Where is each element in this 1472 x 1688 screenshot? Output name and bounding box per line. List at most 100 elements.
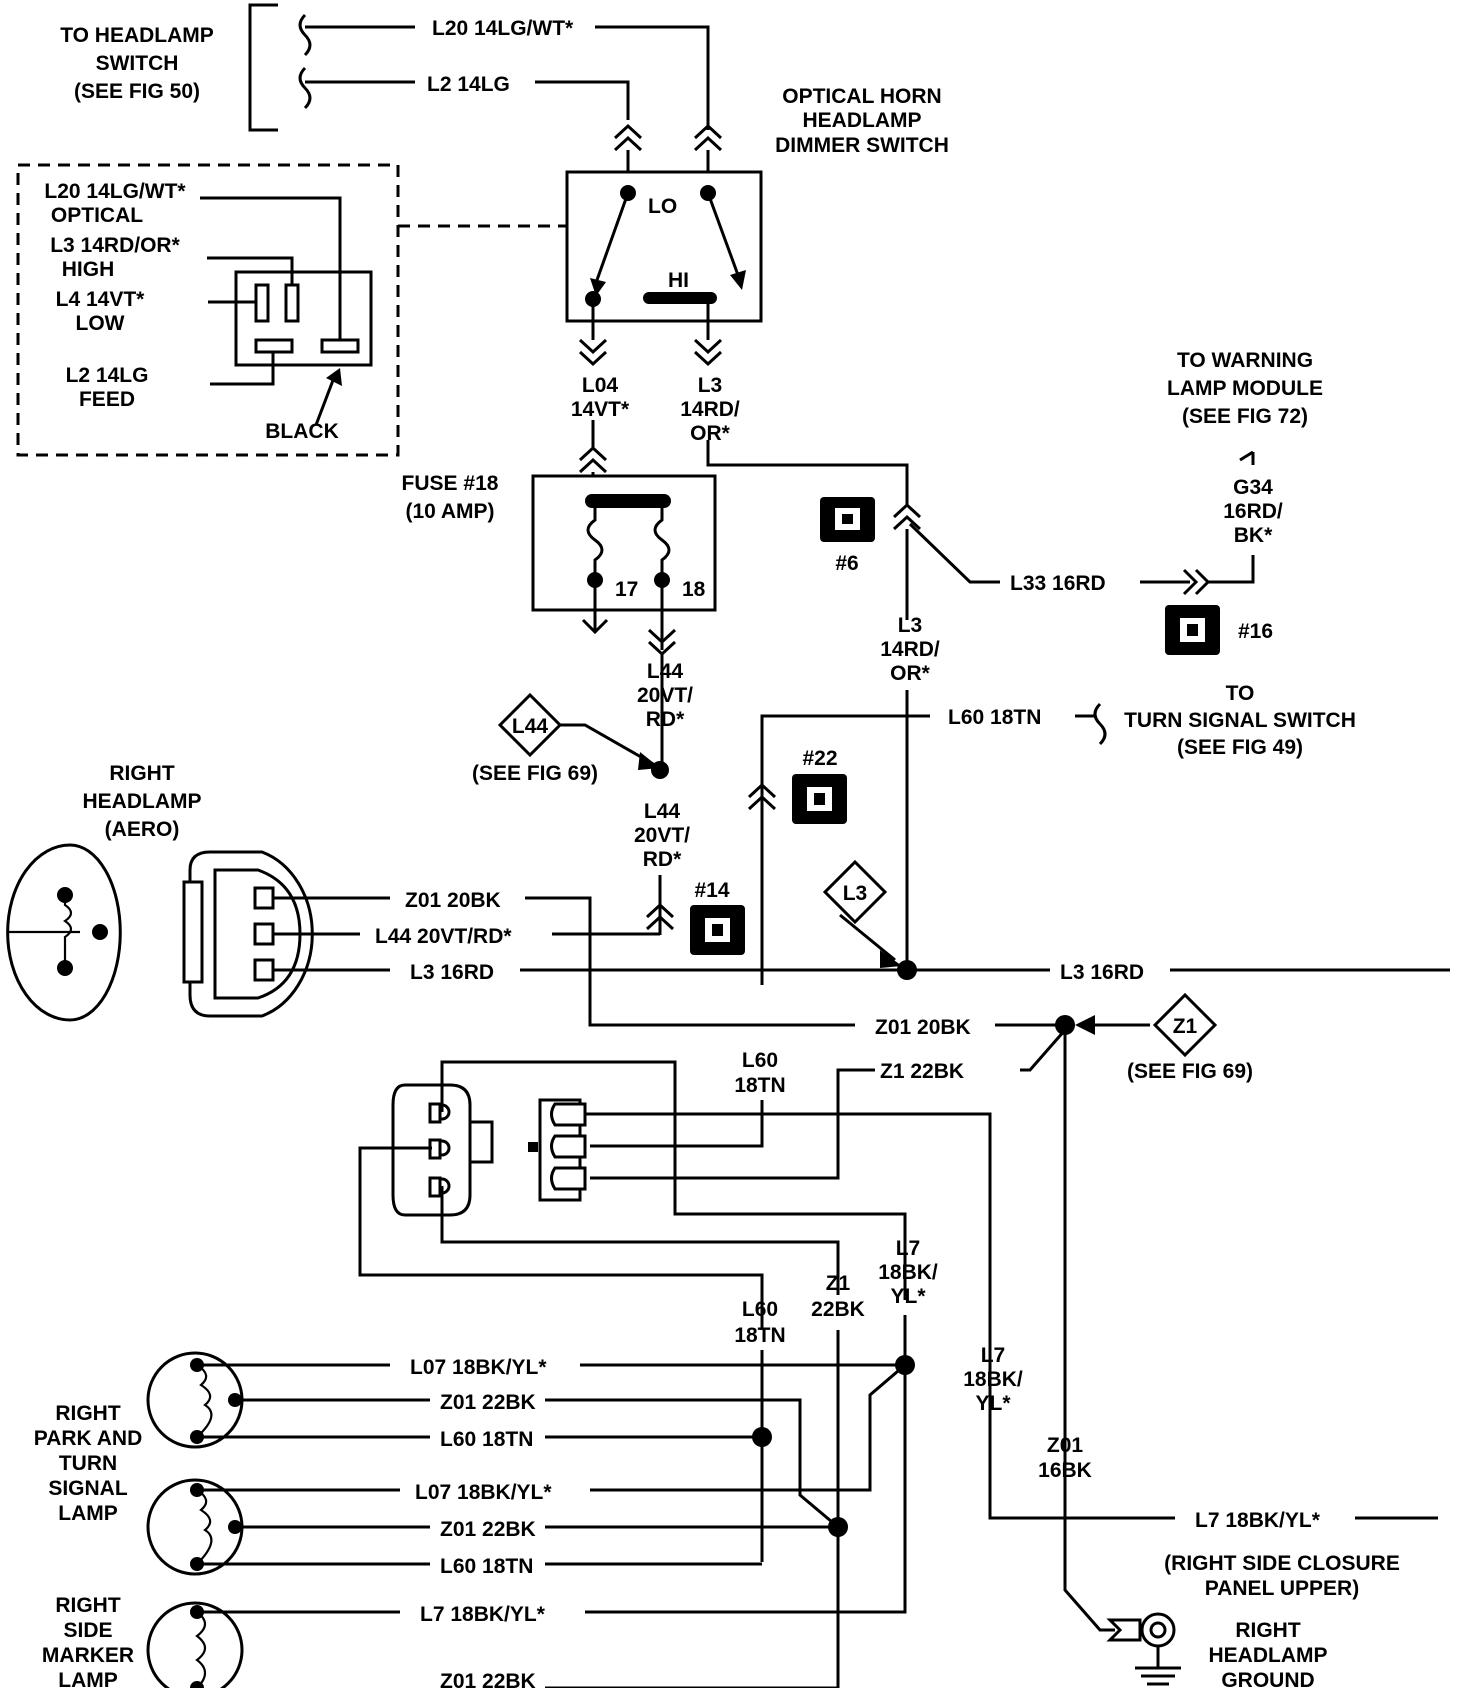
- side-marker-lamp-label: RIGHT SIDE MARKER LAMP: [42, 1594, 134, 1688]
- wire-l7-b-label: L7 18BK/ YL*: [963, 1344, 1023, 1415]
- svg-text:20VT/: 20VT/: [637, 684, 693, 707]
- svg-text:18BK/: 18BK/: [963, 1368, 1023, 1391]
- wire-l20-right: [595, 25, 710, 130]
- svg-text:(SEE FIG 69): (SEE FIG 69): [472, 762, 598, 785]
- svg-text:LOW: LOW: [76, 312, 125, 335]
- wire-l44-bottom-label: L44 20VT/ RD*: [634, 800, 690, 871]
- svg-text:HIGH: HIGH: [62, 258, 115, 281]
- warning-module-label: TO WARNING LAMP MODULE (SEE FIG 72) G34 …: [1167, 349, 1323, 547]
- ground-label: RIGHT HEADLAMP GROUND: [1209, 1619, 1328, 1688]
- dimmer-switch-label: OPTICAL HORN HEADLAMP DIMMER SWITCH: [775, 85, 949, 157]
- chevron-dimmer-out-right: [693, 338, 723, 367]
- svg-text:GROUND: GROUND: [1221, 1669, 1314, 1688]
- dimmer-lo-label: LO: [648, 195, 677, 218]
- headlamp-label: RIGHT HEADLAMP (AERO): [83, 762, 202, 841]
- svg-text:#14: #14: [694, 879, 729, 902]
- svg-text:YL*: YL*: [975, 1392, 1011, 1415]
- wire-l44-top-label: L44 20VT/ RD*: [637, 660, 693, 731]
- wire-l3-dimmer-label: L3 14RD/ OR*: [680, 374, 740, 445]
- svg-text:L04: L04: [582, 374, 619, 397]
- svg-text:#16: #16: [1238, 620, 1273, 643]
- svg-text:PANEL UPPER): PANEL UPPER): [1205, 1577, 1359, 1600]
- connector-22: #22: [792, 747, 847, 824]
- diamond-z1: Z1 (SEE FIG 69): [1127, 992, 1253, 1083]
- diamond-l44: L44 (SEE FIG 69): [472, 692, 598, 785]
- connector-14: #14: [690, 879, 745, 955]
- svg-text:(RIGHT SIDE CLOSURE: (RIGHT SIDE CLOSURE: [1164, 1552, 1400, 1575]
- svg-text:HEADLAMP: HEADLAMP: [803, 109, 922, 132]
- svg-text:#22: #22: [802, 747, 837, 770]
- connector-detail-box: [16, 163, 400, 457]
- svg-text:RD*: RD*: [646, 708, 685, 731]
- svg-text:SIDE: SIDE: [63, 1619, 112, 1642]
- chevron-dimmer-left: [613, 123, 643, 152]
- svg-text:14RD/: 14RD/: [680, 398, 740, 421]
- fuse-terminal-17: 17: [615, 578, 638, 601]
- svg-text:MARKER: MARKER: [42, 1644, 134, 1667]
- svg-text:TURN SIGNAL SWITCH: TURN SIGNAL SWITCH: [1124, 709, 1356, 732]
- park-turn-lamp-label: RIGHT PARK AND TURN SIGNAL LAMP: [34, 1402, 143, 1525]
- svg-text:(SEE FIG 49): (SEE FIG 49): [1177, 736, 1303, 759]
- svg-text:Z01: Z01: [1047, 1434, 1084, 1457]
- svg-text:SIGNAL: SIGNAL: [48, 1477, 128, 1500]
- svg-text:(SEE FIG 69): (SEE FIG 69): [1127, 1060, 1253, 1083]
- headlamp-switch-label: TO HEADLAMP SWITCH (SEE FIG 50): [60, 24, 214, 103]
- svg-text:RD*: RD*: [643, 848, 682, 871]
- svg-text:RIGHT: RIGHT: [1235, 1619, 1301, 1642]
- svg-text:L4 14VT*: L4 14VT*: [56, 288, 146, 311]
- svg-text:G34: G34: [1233, 476, 1273, 499]
- svg-text:22BK: 22BK: [811, 1298, 865, 1321]
- wire-z01-16bk-label: Z01 16BK: [1038, 1434, 1092, 1482]
- chevron-dimmer-right: [693, 123, 723, 152]
- closure-panel-label: (RIGHT SIDE CLOSURE PANEL UPPER): [1164, 1552, 1400, 1600]
- side-marker-bulb: [146, 1601, 244, 1688]
- svg-text:20VT/: 20VT/: [634, 824, 690, 847]
- svg-text:L3: L3: [898, 614, 923, 637]
- svg-text:TURN: TURN: [59, 1452, 117, 1475]
- svg-text:TO WARNING: TO WARNING: [1177, 349, 1313, 372]
- wire-l04-label: L04 14VT*: [571, 374, 630, 421]
- svg-text:L44: L44: [644, 800, 681, 823]
- svg-text:(SEE FIG 72): (SEE FIG 72): [1182, 405, 1308, 428]
- svg-text:LAMP MODULE: LAMP MODULE: [1167, 377, 1323, 400]
- svg-text:RIGHT: RIGHT: [109, 762, 175, 785]
- wire-l7-a-label: L7 18BK/ YL*: [878, 1237, 938, 1308]
- park-wire-l60-2: L60 18TN: [440, 1555, 533, 1578]
- svg-text:L60: L60: [742, 1298, 778, 1321]
- svg-text:OR*: OR*: [890, 662, 931, 685]
- svg-text:LAMP: LAMP: [58, 1502, 118, 1525]
- svg-text:FEED: FEED: [79, 388, 135, 411]
- park-wire-z01-2: Z01 22BK: [440, 1518, 536, 1541]
- turn-signal-label: TO TURN SIGNAL SWITCH (SEE FIG 49): [1124, 682, 1356, 759]
- svg-text:16BK: 16BK: [1038, 1459, 1092, 1482]
- svg-text:BLACK: BLACK: [265, 420, 339, 443]
- svg-text:Z1: Z1: [826, 1272, 851, 1295]
- headlamp-wire-z01: Z01 20BK: [405, 889, 501, 912]
- svg-text:14RD/: 14RD/: [880, 638, 940, 661]
- svg-text:HEADLAMP: HEADLAMP: [1209, 1644, 1328, 1667]
- park-turn-bulb-2: [146, 1478, 244, 1576]
- wire-l60-low-label: L60 18TN: [734, 1298, 785, 1347]
- svg-text:14VT*: 14VT*: [571, 398, 630, 421]
- svg-text:18TN: 18TN: [734, 1324, 785, 1347]
- fuse-label: FUSE #18 (10 AMP): [402, 472, 499, 523]
- svg-text:RIGHT: RIGHT: [55, 1402, 121, 1425]
- diamond-l3: L3: [822, 859, 888, 925]
- connector-6: #6: [820, 497, 875, 575]
- svg-text:18TN: 18TN: [734, 1074, 785, 1097]
- fuse-terminal-18: 18: [682, 578, 706, 601]
- svg-text:OR*: OR*: [690, 422, 731, 445]
- wire-l3-mid-label: L3 14RD/ OR*: [880, 614, 940, 685]
- wire-l7-right-label: L7 18BK/YL*: [1195, 1509, 1321, 1532]
- ground-symbol: [1106, 1612, 1181, 1686]
- svg-text:L44: L44: [512, 715, 549, 738]
- svg-text:HEADLAMP: HEADLAMP: [83, 790, 202, 813]
- park-wire-l07-2: L07 18BK/YL*: [415, 1481, 552, 1504]
- wire-l2-label: L2 14LG: [427, 73, 510, 96]
- chevron-l44: [645, 902, 675, 931]
- svg-text:LAMP: LAMP: [58, 1669, 118, 1688]
- chevron-dimmer-out-left: [578, 338, 608, 367]
- svg-text:PARK AND: PARK AND: [34, 1427, 143, 1450]
- svg-text:L20 14LG/WT*: L20 14LG/WT*: [44, 180, 186, 203]
